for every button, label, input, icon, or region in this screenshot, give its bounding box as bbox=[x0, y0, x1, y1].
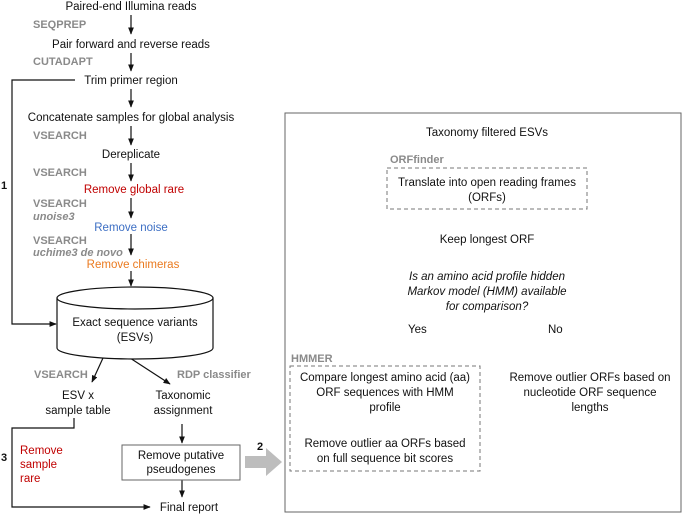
label-2: 2 bbox=[257, 441, 264, 453]
arrow-esv-to-table bbox=[91, 357, 104, 383]
pseudo-label-line2: pseudogenes bbox=[146, 464, 216, 476]
tool-vsearch-table: VSEARCH bbox=[34, 369, 88, 381]
outlier-nt-line1: Remove outlier ORFs based on bbox=[509, 372, 671, 384]
translate-line2: (ORFs) bbox=[468, 192, 506, 204]
compare-line2: ORF sequences with HMM bbox=[316, 387, 454, 399]
remove-sample-rare-line2: sample bbox=[20, 459, 58, 471]
table-label-line2: sample table bbox=[45, 405, 111, 417]
remove-sample-rare-line1: Remove bbox=[20, 445, 63, 457]
question-line1: Is an amino acid profile hidden bbox=[409, 271, 565, 283]
step-pair-reads: Pair forward and reverse reads bbox=[52, 39, 210, 51]
tool-vsearch-globalrare: VSEARCH bbox=[33, 167, 87, 179]
tool-vsearch-noise: VSEARCH bbox=[33, 198, 87, 210]
arrow-esv-to-taxonomy bbox=[129, 357, 171, 385]
final-report: Final report bbox=[159, 502, 219, 514]
step-remove-global-rare: Remove global rare bbox=[83, 184, 185, 196]
tool-uchime3: uchime3 de novo bbox=[33, 247, 123, 259]
esv-label-line1: Exact sequence variants bbox=[72, 317, 198, 329]
outlier-nt-line2: nucleotide ORF sequence bbox=[523, 387, 657, 399]
answer-yes: Yes bbox=[408, 324, 427, 336]
tool-cutadapt: CUTADAPT bbox=[33, 56, 93, 68]
esv-label-line2: (ESVs) bbox=[116, 332, 154, 344]
question-line3: for comparison? bbox=[445, 301, 529, 313]
compare-line1: Compare longest amino acid (aa) bbox=[299, 372, 471, 384]
tool-seqprep: SEQPREP bbox=[33, 19, 87, 31]
outlier-nt-line3: lengths bbox=[571, 402, 609, 414]
step-dereplicate: Dereplicate bbox=[101, 149, 161, 161]
loop-3-line bbox=[11, 418, 151, 510]
orf-panel-frame bbox=[284, 112, 682, 513]
compare-line3: profile bbox=[369, 402, 401, 414]
translate-line1: Translate into open reading frames bbox=[398, 177, 576, 189]
label-3: 3 bbox=[1, 452, 8, 464]
panel-title: Taxonomy filtered ESVs bbox=[425, 127, 549, 139]
pseudo-label-line1: Remove putative bbox=[137, 450, 225, 462]
step-remove-noise: Remove noise bbox=[94, 222, 168, 234]
remove-sample-rare-line3: rare bbox=[20, 473, 41, 485]
translate-dashed-box bbox=[386, 167, 588, 210]
tool-unoise3: unoise3 bbox=[33, 211, 75, 223]
step-reads: Paired-end Illumina reads bbox=[65, 1, 197, 13]
question-line2: Markov model (HMM) available bbox=[407, 286, 567, 298]
step-concatenate: Concatenate samples for global analysis bbox=[27, 112, 235, 124]
answer-no: No bbox=[548, 324, 563, 336]
outlier-aa-line1: Remove outlier aa ORFs based bbox=[304, 438, 466, 450]
keep-longest-orf: Keep longest ORF bbox=[439, 234, 535, 246]
hmmer-dashed-box bbox=[289, 365, 481, 472]
esv-cylinder bbox=[56, 286, 214, 360]
step-trim-primer: Trim primer region bbox=[84, 75, 178, 87]
taxonomy-label-line2: assignment bbox=[153, 405, 213, 417]
tool-orffinder: ORFfinder bbox=[390, 154, 444, 166]
outlier-aa-line2: on full sequence bit scores bbox=[316, 453, 454, 465]
tool-vsearch-derep: VSEARCH bbox=[33, 130, 87, 142]
step-remove-chimeras: Remove chimeras bbox=[86, 259, 180, 271]
arrow-to-panel bbox=[245, 448, 282, 476]
loop-1-line bbox=[11, 79, 75, 327]
tool-vsearch-chimeras: VSEARCH bbox=[33, 235, 87, 247]
tool-rdp-classifier: RDP classifier bbox=[177, 369, 251, 381]
tool-hmmer: HMMER bbox=[291, 353, 333, 365]
pseudogenes-box bbox=[121, 444, 241, 481]
taxonomy-label-line1: Taxonomic bbox=[155, 390, 211, 402]
table-label-line1: ESV x bbox=[62, 390, 94, 402]
label-1: 1 bbox=[1, 180, 8, 192]
